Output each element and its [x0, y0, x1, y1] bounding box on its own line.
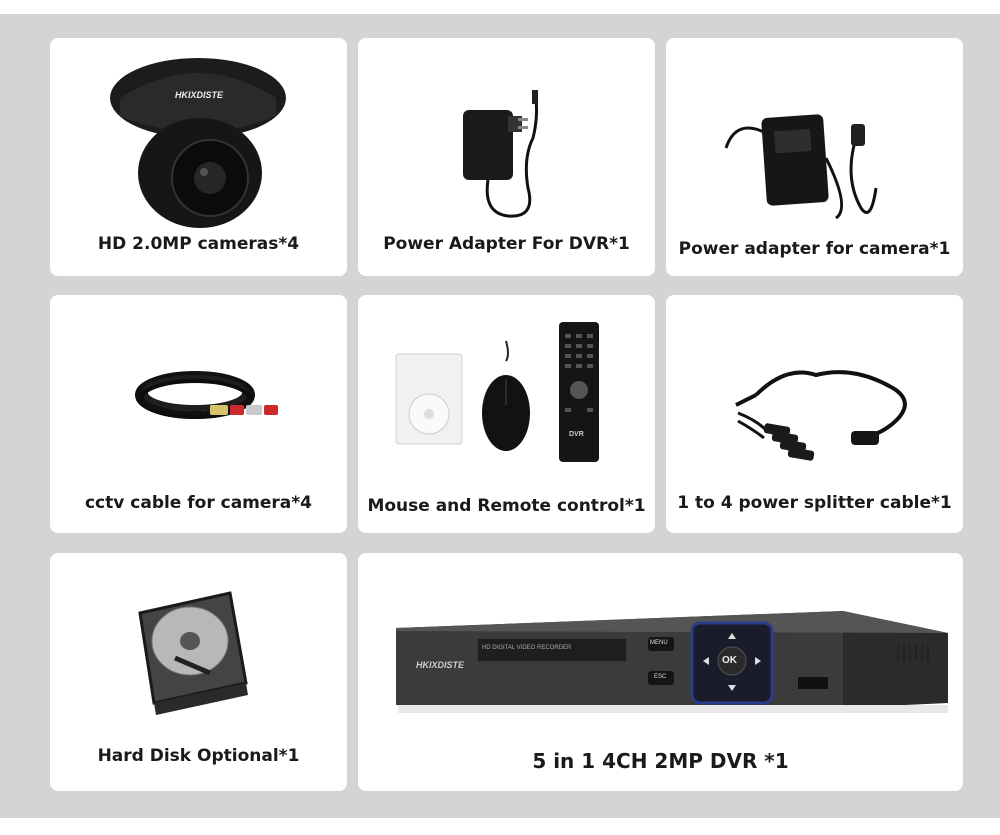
splitter-cable-label: 1 to 4 power splitter cable*1 [677, 493, 952, 513]
remote-brand: DVR [569, 431, 584, 438]
coiled-cable-icon [135, 371, 278, 419]
package-contents-frame: HKIXDISTE HD 2.0MP cameras*4 Power Adapt… [0, 14, 1000, 818]
dvr-recorder-icon [396, 611, 948, 713]
dome-camera-icon [110, 58, 286, 228]
card-dome-camera: HKIXDISTE HD 2.0MP cameras*4 [50, 38, 347, 276]
dvr-ok-button: OK [722, 655, 737, 666]
card-mouse-remote: DVR Mouse and Remote control*1 [358, 295, 655, 533]
mouse-remote-label: Mouse and Remote control*1 [367, 496, 646, 516]
card-cctv-cable: cctv cable for camera*4 [50, 295, 347, 533]
cd-pack-icon [395, 353, 463, 445]
dvr-brand: HKIXDISTE [416, 660, 465, 670]
card-hard-disk: Hard Disk Optional*1 [50, 553, 347, 791]
remote-control-icon [559, 322, 599, 462]
hard-disk-icon [138, 591, 248, 715]
card-camera-adapter: Power adapter for camera*1 [666, 38, 963, 276]
camera-label: HD 2.0MP cameras*4 [97, 234, 300, 254]
dvr-panel-text: HD DIGITAL VIDEO RECORDER [482, 645, 572, 651]
brick-adapter-icon [724, 114, 878, 220]
dvr-esc-button: ESC [654, 674, 667, 680]
camera-brand: HKIXDISTE [175, 90, 224, 100]
dvr-menu-button: MENU [650, 640, 668, 646]
camera-adapter-label: Power adapter for camera*1 [678, 239, 951, 259]
mouse-icon [482, 340, 530, 451]
hard-disk-label: Hard Disk Optional*1 [97, 746, 300, 766]
card-splitter-cable: 1 to 4 power splitter cable*1 [666, 295, 963, 533]
card-dvr: HKIXDISTE HD DIGITAL VIDEO RECORDER MENU… [358, 553, 963, 791]
cctv-cable-label: cctv cable for camera*4 [84, 493, 313, 513]
dvr-adapter-label: Power Adapter For DVR*1 [383, 234, 630, 254]
dvr-label: 5 in 1 4CH 2MP DVR *1 [532, 749, 789, 773]
wall-adapter-icon [463, 90, 539, 218]
splitter-cable-icon [735, 370, 907, 461]
card-dvr-adapter: Power Adapter For DVR*1 [358, 38, 655, 276]
